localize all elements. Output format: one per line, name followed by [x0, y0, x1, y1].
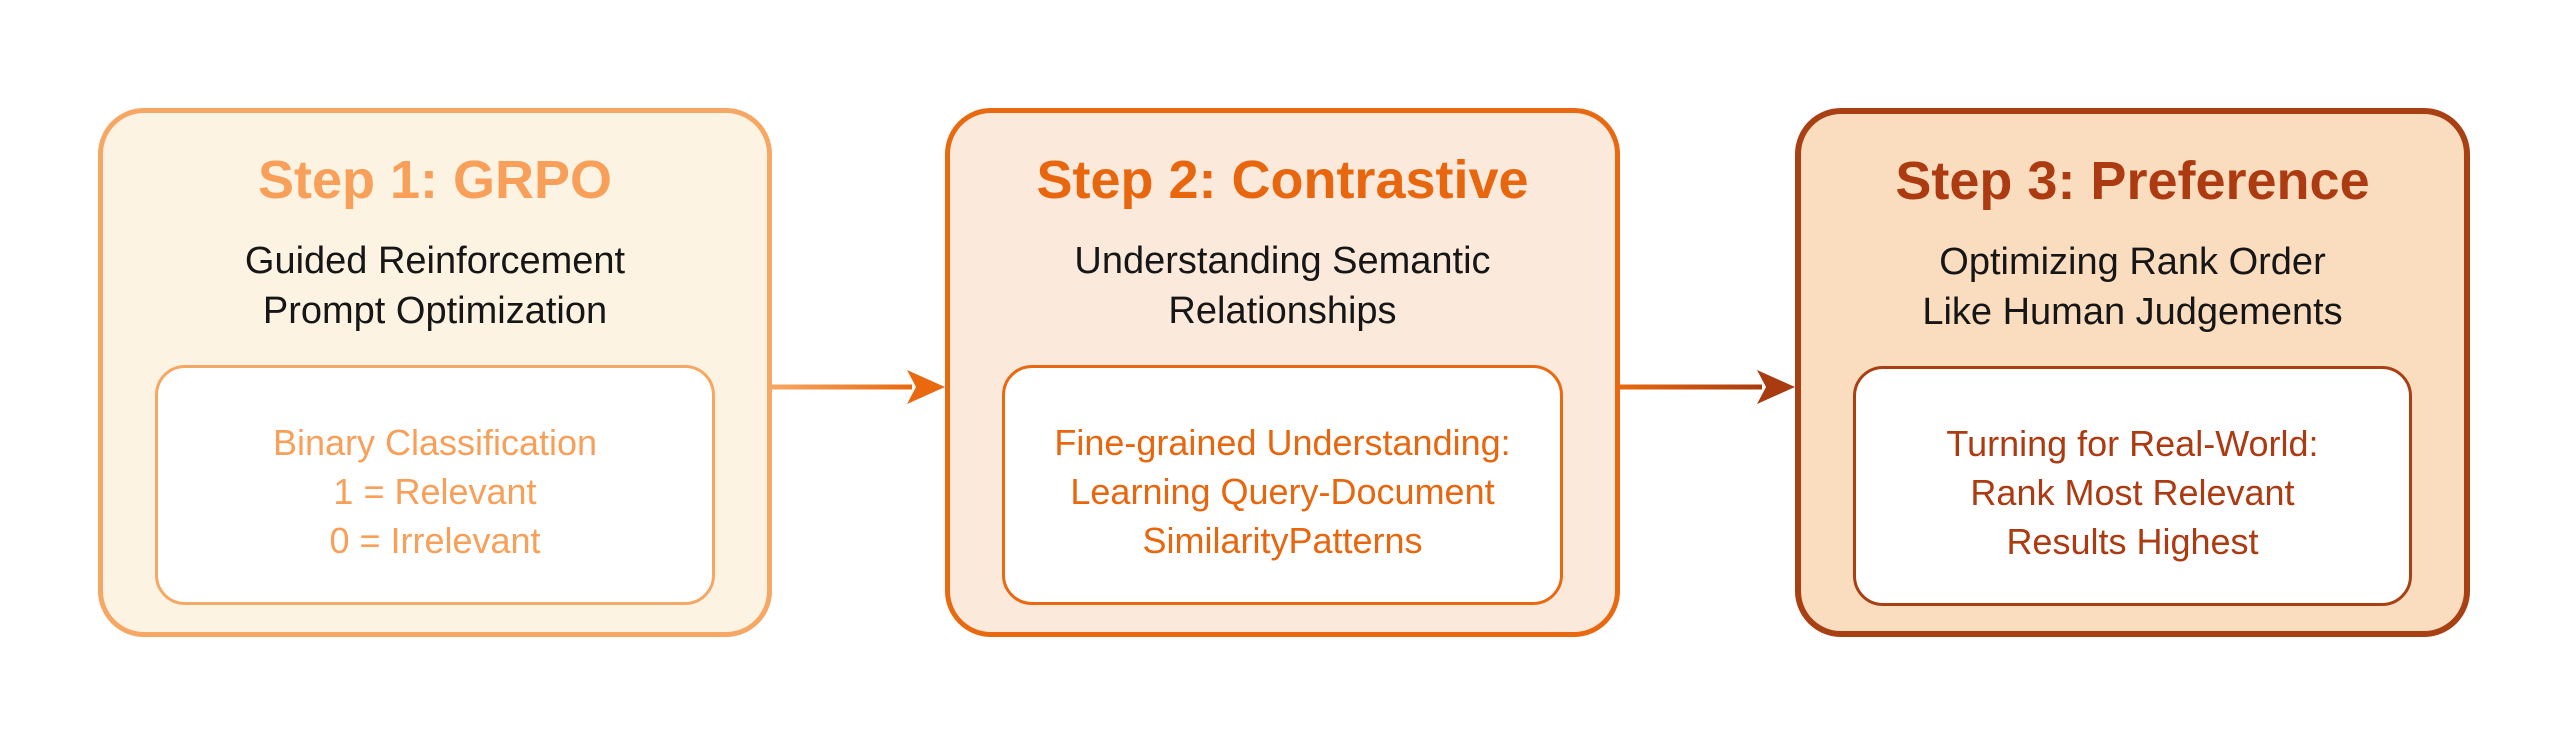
step-2-detail-box: Fine-grained Understanding: Learning Que… [1002, 365, 1563, 605]
step-1-title: Step 1: GRPO [257, 150, 613, 210]
step-3-detail-text: Turning for Real-World: Rank Most Releva… [1946, 419, 2318, 566]
step-3-title: Step 3: Preference [1895, 151, 2370, 211]
step-1-subtitle-line-1: Guided Reinforcement [244, 240, 626, 282]
step-2-title: Step 2: Contrastive [1036, 150, 1529, 210]
step-1-box: Step 1: GRPO Guided Reinforcement Prompt… [98, 108, 772, 637]
arrow-step1-to-step2 [772, 370, 945, 404]
step-2-detail-line-1: Fine-grained Understanding: [1054, 421, 1511, 463]
step-3-detail-line-3: Results Highest [2006, 520, 2259, 562]
step-2-detail-line-3: SimilarityPatterns [1142, 519, 1423, 561]
step-1-detail-text: Binary Classification 1 = Relevant 0 = I… [273, 418, 597, 565]
step-2-detail-line-2: Learning Query-Document [1070, 470, 1495, 512]
arrow-head [907, 370, 945, 404]
step-1-subtitle-line-2: Prompt Optimization [262, 290, 608, 332]
step-3-detail-line-1: Turning for Real-World: [1946, 422, 2319, 464]
step-3-subtitle: Optimizing Rank Order Like Human Judgeme… [1801, 237, 2464, 337]
step-2-box: Step 2: Contrastive Understanding Semant… [945, 108, 1620, 637]
step-1-detail-line-1: Binary Classification [272, 421, 598, 463]
arrow-head [1757, 370, 1795, 404]
step-3-subtitle-line-2: Like Human Judgements [1922, 291, 2343, 333]
step-2-subtitle-line-1: Understanding Semantic [1074, 240, 1491, 282]
step-2-detail-text: Fine-grained Understanding: Learning Que… [1054, 418, 1510, 565]
step-3-detail-box: Turning for Real-World: Rank Most Releva… [1853, 366, 2412, 606]
step-1-detail-box: Binary Classification 1 = Relevant 0 = I… [155, 365, 715, 605]
step-3-subtitle-line-1: Optimizing Rank Order [1939, 241, 2326, 283]
arrow-step2-to-step3 [1620, 370, 1795, 404]
step-3-detail-line-2: Rank Most Relevant [1970, 471, 2295, 513]
arrow-shaft [772, 384, 912, 390]
arrow-shaft [1620, 384, 1762, 390]
step-1-detail-line-2: 1 = Relevant [333, 470, 537, 512]
step-1-subtitle: Guided Reinforcement Prompt Optimization [103, 236, 767, 336]
step-2-subtitle-line-2: Relationships [1168, 290, 1397, 332]
step-2-subtitle: Understanding Semantic Relationships [950, 236, 1615, 336]
step-3-box: Step 3: Preference Optimizing Rank Order… [1795, 108, 2470, 637]
step-1-detail-line-3: 0 = Irrelevant [329, 519, 541, 561]
